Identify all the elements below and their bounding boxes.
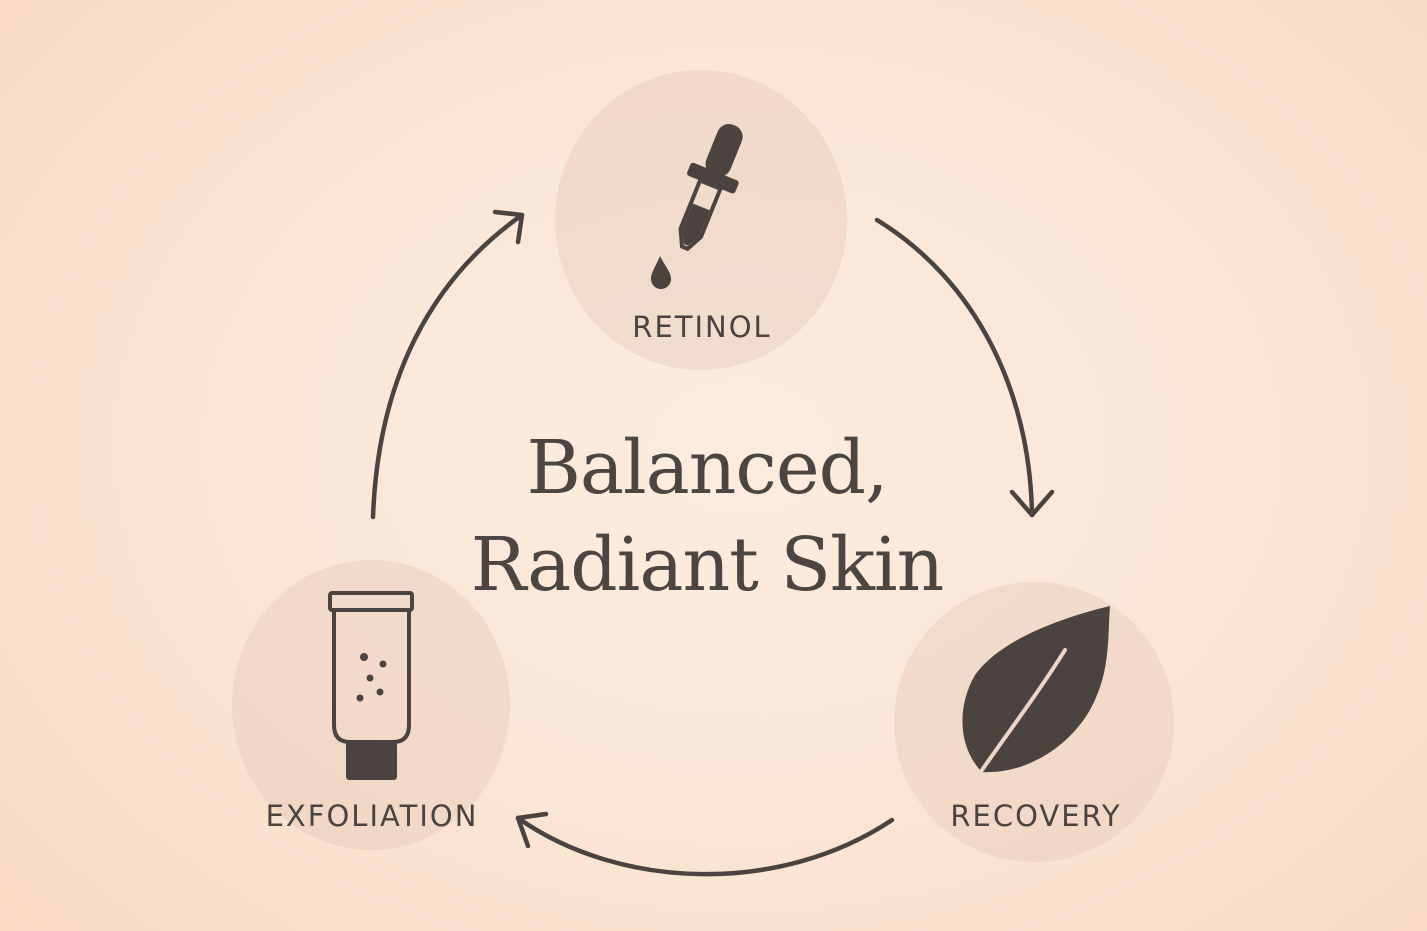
arrow-retinol-to-recovery: [874, 217, 1035, 518]
leaf-icon: [962, 606, 1110, 773]
dropper-icon: [678, 124, 743, 252]
title-line-1: Balanced,: [526, 425, 888, 511]
exfoliation-label: EXFOLIATION: [265, 799, 479, 833]
retinol-label: RETINOL: [632, 310, 772, 344]
arrow-retinol-to-recovery-head: [1009, 489, 1055, 518]
drop-icon: [651, 256, 671, 289]
tube-icon: [328, 591, 414, 780]
arrow-exfoliation-to-retinol-head: [492, 209, 525, 245]
recovery-label: RECOVERY: [950, 799, 1122, 833]
arrow-recovery-to-exfoliation: [515, 815, 895, 877]
title-line-2: Radiant Skin: [470, 522, 944, 608]
arrow-recovery-to-exfoliation-head: [515, 811, 549, 849]
arrow-exfoliation-to-retinol: [370, 212, 525, 520]
